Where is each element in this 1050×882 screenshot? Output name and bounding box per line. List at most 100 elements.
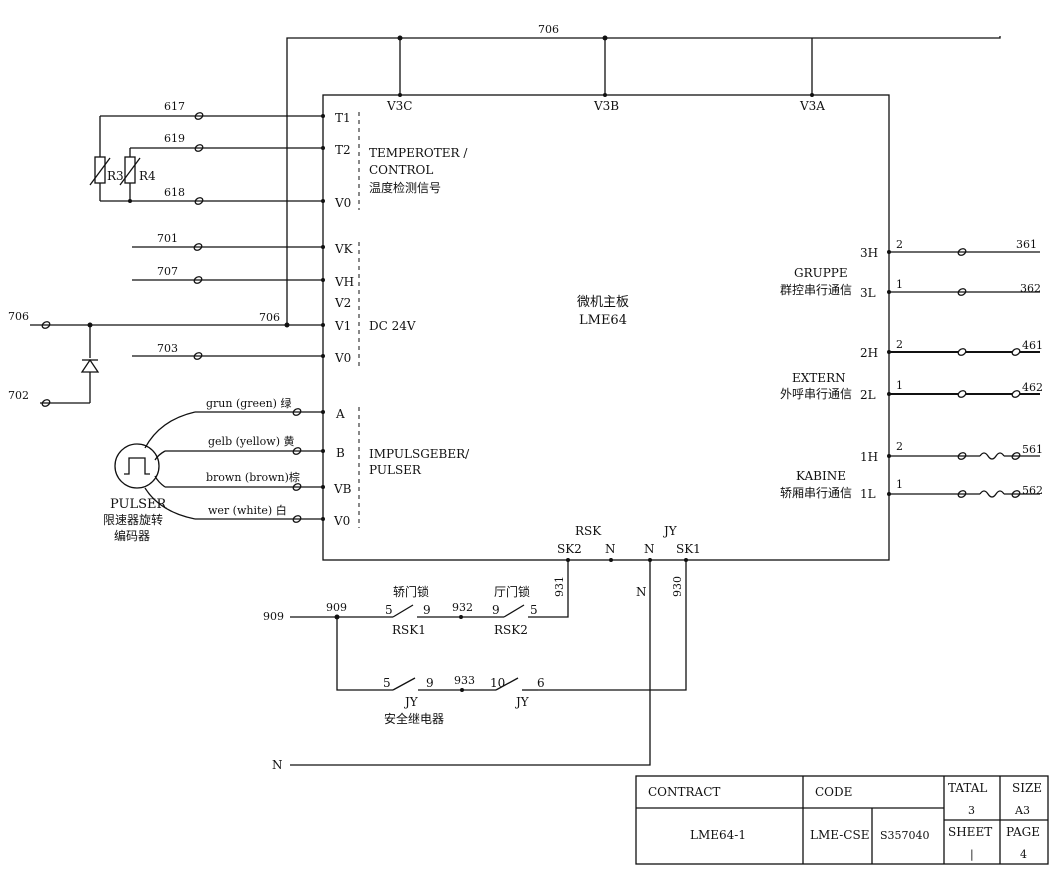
- pulser-label2: PULSER: [369, 463, 422, 477]
- pin-1l: 1L: [860, 487, 876, 501]
- wire-707: 707: [157, 265, 178, 278]
- wire-706-left: 706: [8, 310, 29, 323]
- pin-n2: N: [644, 542, 655, 556]
- jy2-switch: [495, 677, 519, 691]
- num-3l: 1: [896, 278, 903, 291]
- pin-v3c: V3C: [386, 99, 412, 113]
- pin-2l: 2L: [860, 388, 876, 402]
- pin-v0-dc: V0: [334, 351, 351, 365]
- kabine-label: KABINE: [796, 469, 846, 483]
- pulser-desc: 限速器旋转: [103, 512, 163, 527]
- wire-362: 362: [1020, 282, 1041, 295]
- wire-461: 461: [1022, 339, 1043, 352]
- tb-code-v2: S357040: [880, 829, 930, 842]
- wire-909a: 909: [263, 610, 284, 623]
- wire-702: 702: [8, 389, 29, 402]
- wire-619: 619: [164, 132, 185, 145]
- pin-sk2: SK2: [557, 542, 582, 556]
- tb-size-v: A3: [1014, 804, 1030, 817]
- jy-label: JY: [662, 524, 678, 538]
- temp-group: 617 619 618 R3 R4 T1 T2 V0 TEMPEROTER / …: [89, 100, 468, 210]
- rsk2-name: RSK2: [494, 623, 528, 637]
- pin-v3a: V3A: [799, 99, 825, 113]
- gruppe-group: 3H 3L 2 1 361 362 GRUPPE 群控串行通信: [780, 238, 1041, 300]
- dc-group: 701 707 706 703 706 702 VK VH V2 V1 V0 D…: [8, 232, 416, 407]
- bus-706-label: 706: [538, 23, 559, 36]
- pin-n1: N: [605, 542, 616, 556]
- jy1-b: 9: [426, 676, 434, 690]
- pin-1h: 1H: [860, 450, 878, 464]
- rsk1-b: 9: [423, 603, 431, 617]
- pin-sk1: SK1: [676, 542, 701, 556]
- pulser-desc2: 编码器: [114, 528, 150, 543]
- rsk2-switch: [503, 604, 525, 618]
- wire-703: 703: [157, 342, 178, 355]
- wire-932: 932: [452, 601, 473, 614]
- bus-706: [286, 36, 1001, 327]
- n-bottom-label: N: [272, 758, 283, 772]
- wire-617: 617: [164, 100, 185, 113]
- pin-a: A: [335, 407, 345, 421]
- kabine-group: 1H 1L 2 1 561 562 KABINE 轿厢串行通信: [780, 440, 1043, 501]
- tb-code-h: CODE: [815, 785, 852, 799]
- num-2l: 1: [896, 379, 903, 392]
- jy1-cn: 安全继电器: [384, 711, 444, 726]
- tb-contract-h: CONTRACT: [648, 785, 720, 799]
- jy2-a: 10: [490, 676, 505, 690]
- tb-page-v: 4: [1020, 848, 1027, 861]
- pin-v1: V1: [334, 319, 351, 333]
- pulser-group: grun (green) 绿 gelb (yellow) 黄 brown (br…: [103, 396, 470, 543]
- wire-706-v1: 706: [259, 311, 280, 324]
- pin-b: B: [336, 446, 345, 460]
- tb-size-h: SIZE: [1012, 781, 1042, 795]
- wire-909b: 909: [326, 601, 347, 614]
- extern-label-cn: 外呼串行通信: [780, 387, 852, 401]
- pulser-name: PULSER: [110, 497, 168, 512]
- extern-group: 2H 2L 2 1 461 462 EXTERN 外呼串行通信: [780, 338, 1043, 402]
- pin-vb: VB: [333, 482, 352, 496]
- r3-label: R3: [107, 169, 124, 183]
- pulser-label: IMPULSGEBER/: [369, 447, 470, 461]
- tb-sheet-v: |: [970, 848, 974, 862]
- tb-contract-v: LME64-1: [690, 828, 746, 842]
- wire-561: 561: [1022, 443, 1043, 456]
- pin-v0-temp: V0: [334, 196, 351, 210]
- wire-yellow: gelb (yellow) 黄: [208, 434, 295, 448]
- pin-v3b: V3B: [593, 99, 619, 113]
- rsk1-name: RSK1: [392, 623, 426, 637]
- gruppe-label: GRUPPE: [794, 266, 848, 280]
- wire-701: 701: [157, 232, 178, 245]
- rsk2-a: 9: [492, 603, 500, 617]
- num-3h: 2: [896, 238, 903, 251]
- num-1l: 1: [896, 478, 903, 491]
- wire-933: 933: [454, 674, 475, 687]
- wire-930: 930: [671, 576, 684, 597]
- wire-931: 931: [553, 576, 566, 597]
- rsk2-cn: 厅门锁: [494, 584, 530, 599]
- temp-label2: CONTROL: [369, 163, 433, 177]
- rsk-label: RSK: [575, 524, 602, 538]
- tb-code-v1: LME-CSE: [810, 828, 869, 842]
- jy1-name: JY: [403, 695, 419, 709]
- pin-2h: 2H: [860, 346, 878, 360]
- wire-361: 361: [1016, 238, 1037, 251]
- rsk2-b: 5: [530, 603, 538, 617]
- tb-total-h: TATAL: [948, 781, 987, 795]
- pin-3l: 3L: [860, 286, 876, 300]
- r4-label: R4: [139, 169, 156, 183]
- wire-white: wer (white) 白: [208, 503, 287, 517]
- tb-sheet-h: SHEET: [948, 825, 992, 839]
- jy1-switch: [392, 677, 416, 691]
- pin-v2: V2: [334, 296, 351, 310]
- pin-t1: T1: [335, 111, 351, 125]
- tb-total-v: 3: [968, 804, 975, 817]
- wire-brown: brown (brown)棕: [206, 470, 300, 484]
- wire-618: 618: [164, 186, 185, 199]
- jy2-b: 6: [537, 676, 545, 690]
- temp-label: TEMPEROTER /: [369, 146, 468, 160]
- rsk1-switch: [392, 604, 414, 618]
- pin-v0-pulser: V0: [333, 514, 350, 528]
- title-block: CONTRACT CODE TATAL SIZE 3 A3 LME64-1 LM…: [635, 775, 1049, 865]
- bottom-group: RSK JY SK2 N N SK1 931 N N 930 909 909 轿…: [263, 524, 701, 772]
